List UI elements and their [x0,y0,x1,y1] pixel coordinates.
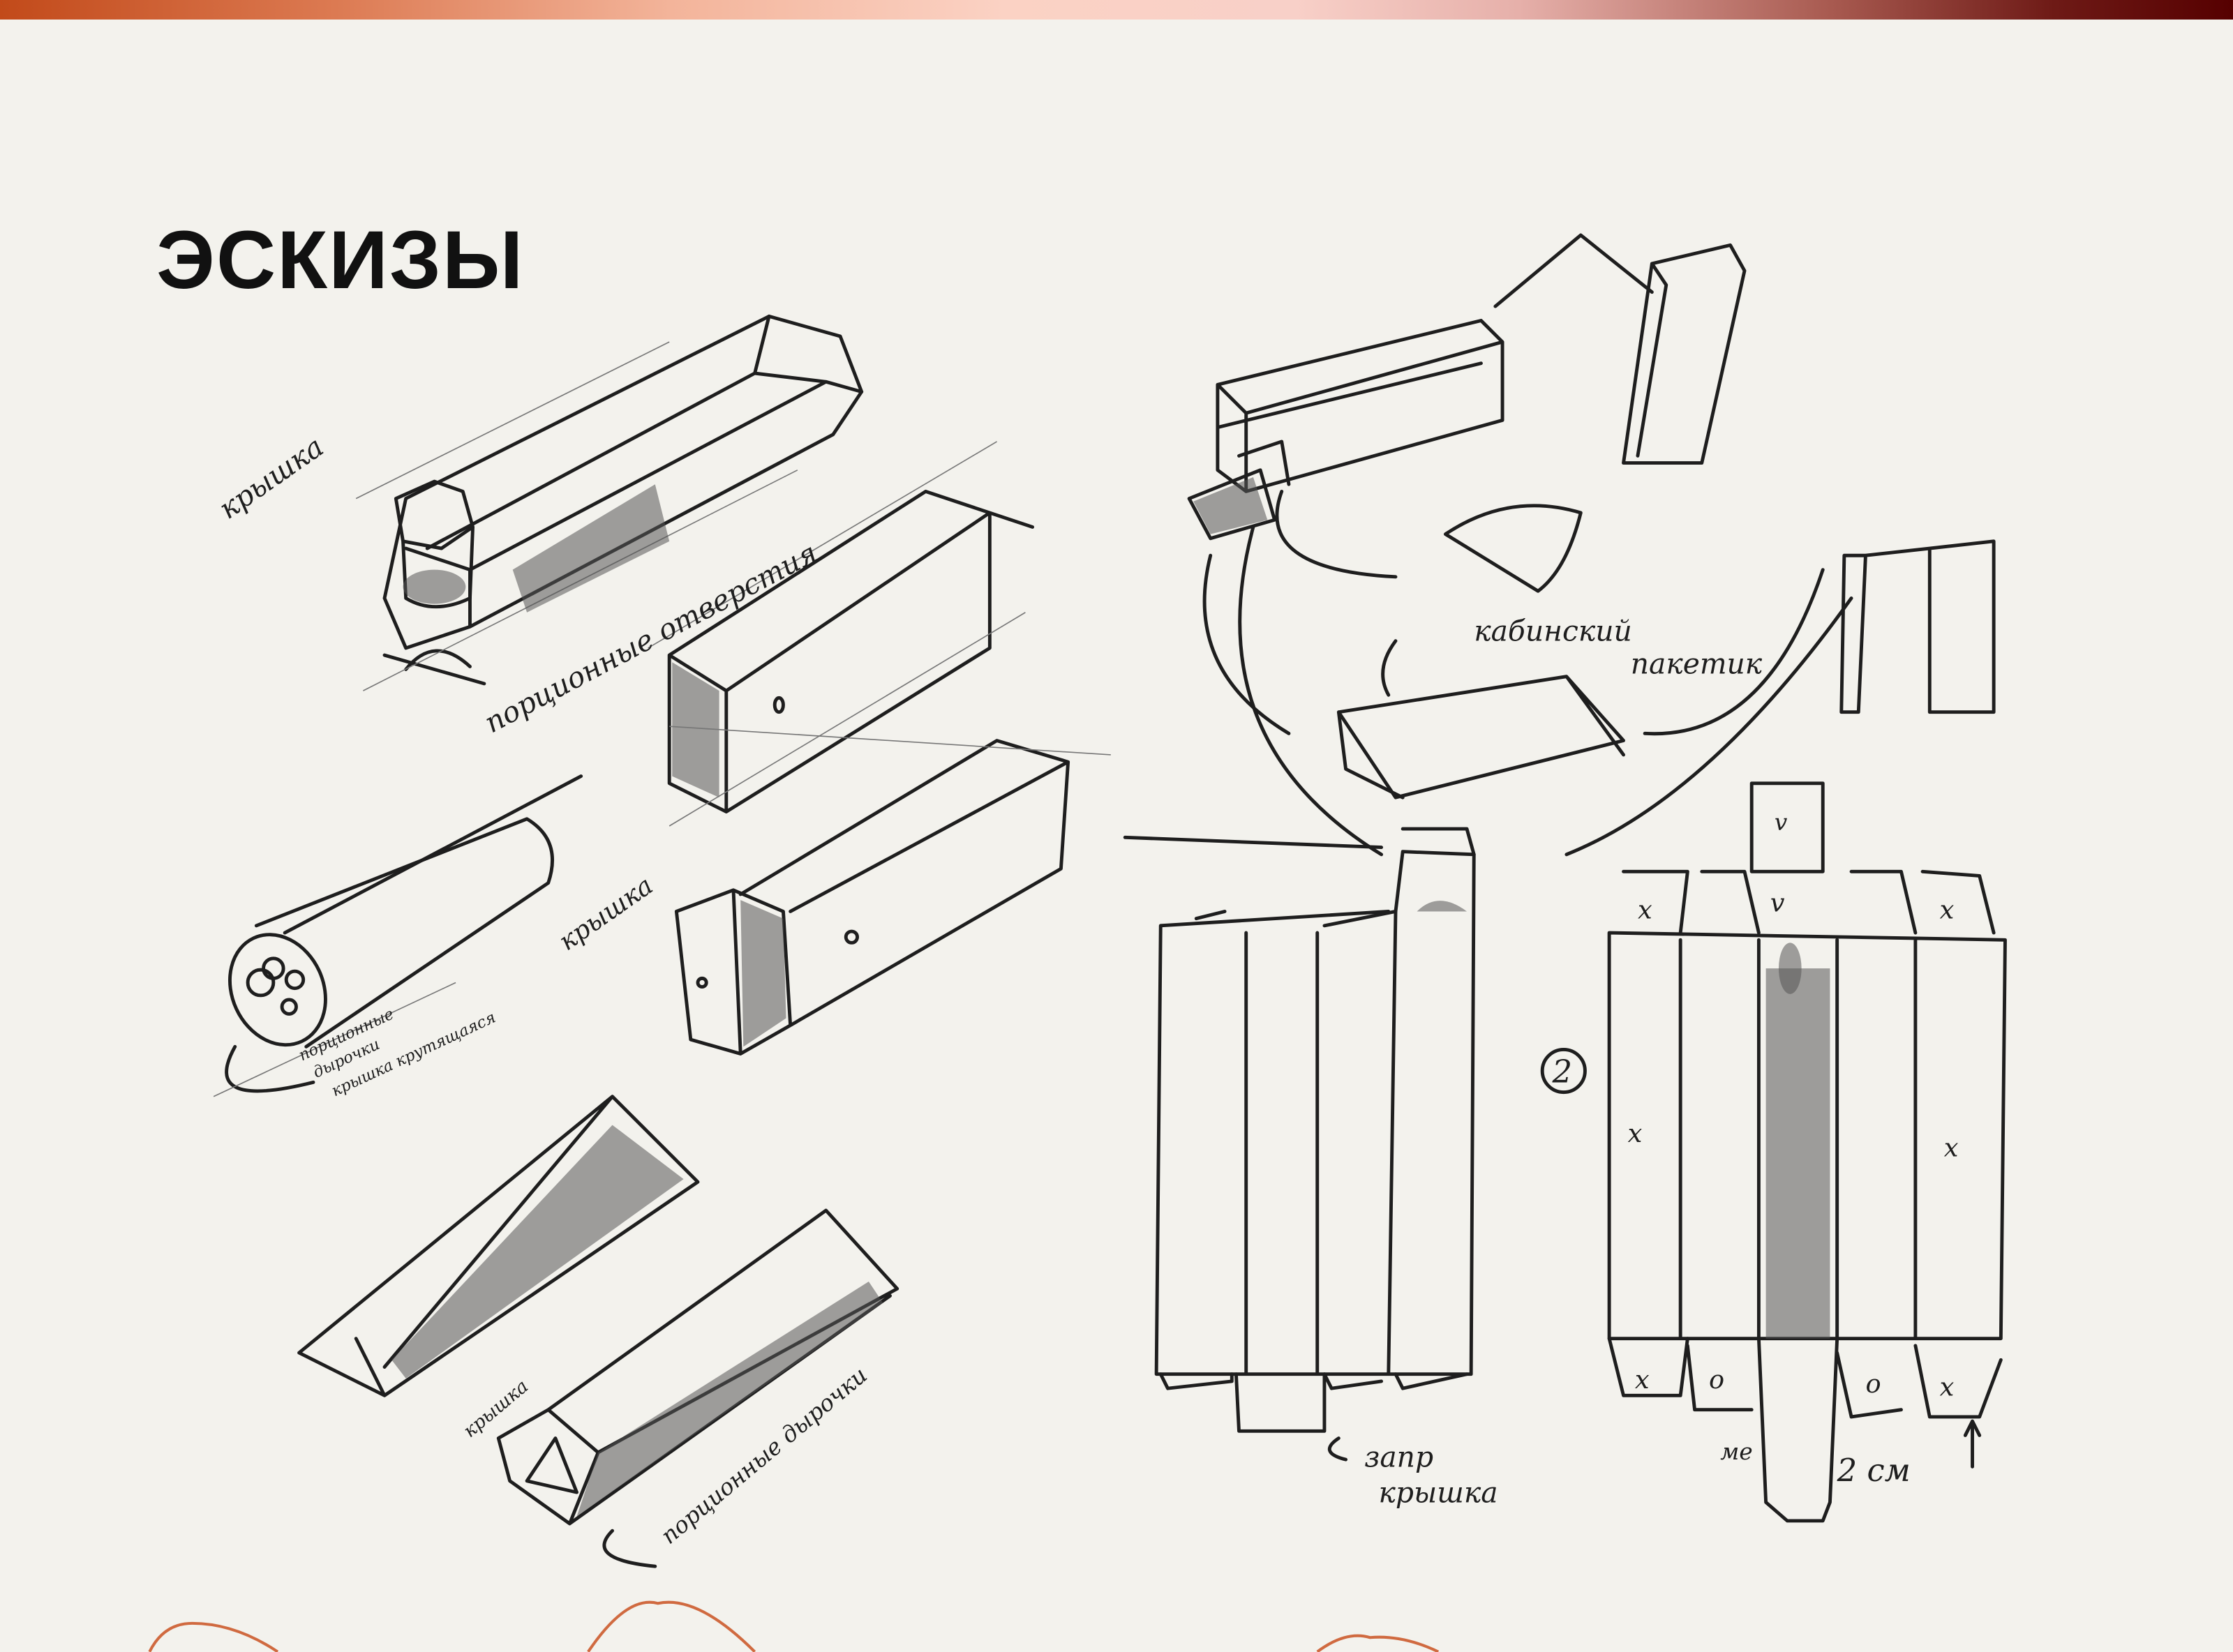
label-hex-lid: крышка [213,430,330,525]
sketch-stroke [1765,968,1830,1339]
sketch-stroke [1381,568,1825,736]
label-tri-cut-lid: крышка [553,870,659,956]
sketch-stroke [1187,440,1291,541]
sketch-stroke [213,982,456,1097]
sketch-stroke [1443,504,1583,593]
sketch-stroke [672,662,719,798]
sketch-mark: v [1775,809,1788,836]
sketch-stroke [262,956,285,980]
sketch-stroke [1202,489,1398,857]
sketch-mark: x [1940,895,1955,925]
rect-prism-sketch [648,441,1035,827]
sketch-mark: x [1940,1372,1955,1402]
sketch-stroke [1622,243,1747,465]
label-net-number: 2 [1551,1053,1572,1090]
sketch-stroke [667,489,1035,814]
sketch-stroke [355,341,798,691]
label-net-lid-2: крышка [1379,1475,1498,1509]
sketch-stroke [1607,1337,2003,1523]
sketch-stroke [1564,539,1996,857]
sketch-stroke [297,1095,700,1397]
sketch-stroke [587,1600,756,1652]
sketch-stroke [1123,835,1384,850]
sketch-stroke [1216,319,1504,493]
sketch-stroke [1154,850,1476,1376]
label-bag-1: кабинский [1474,615,1632,648]
sketch-stroke [1316,1634,1440,1652]
u-shape-sketch [1564,539,1996,857]
sketch-stroke [246,968,276,998]
sketch-stroke [602,1529,657,1568]
bottom-decorative-waves [148,1600,1440,1652]
sketch-stroke [669,726,1111,756]
cylinder-sketch [213,774,583,1097]
sketch-stroke [382,649,486,686]
sketch-stroke [225,774,583,1093]
tri-cut-prism-sketch [669,726,1111,1056]
top-decorative-banner [0,0,2233,20]
label-bag-2: пакетик [1631,647,1763,681]
sketch-stroke [844,929,860,945]
sketch-stroke [696,976,708,989]
sketch-stroke [1963,1419,1982,1469]
sketch-stroke [228,933,327,1047]
box-sketch-top [1187,233,1747,857]
box-net-left [1123,827,1476,1433]
sketch-stroke [576,1282,883,1517]
label-net-lid-1: запр [1364,1440,1433,1473]
sketch-stroke [525,1436,578,1494]
sketch-stroke [674,739,1070,1056]
sketch-stroke [1193,477,1268,534]
label-tri-holes: порционные дырочки [656,1362,872,1549]
sketch-stroke [280,998,298,1016]
sketch-mark: x [1635,1365,1650,1395]
net-marks: x x x x x x v v o o [1628,809,1959,1402]
sketch-stroke [254,817,554,1049]
sketch-stroke [1622,781,1996,935]
sketch-stroke [512,484,670,613]
sketch-mark: x [1638,895,1652,925]
sketch-stroke [1336,675,1625,799]
bag-box-sketch [1336,568,1825,799]
sketch-stroke [1158,1372,1469,1433]
sketch-stroke [1778,943,1802,994]
box-net-right [1607,781,2007,1523]
sketch-mark: o [1709,1365,1724,1395]
sketch-stroke [648,441,1026,827]
sketch-stroke [148,1621,279,1652]
sketch-stroke [1417,901,1467,912]
sketch-stroke [772,696,785,714]
sketch-mark: x [1944,1132,1959,1162]
sketch-stroke [1540,1047,1587,1095]
sketch-stroke [740,900,786,1047]
sketch-stroke [1493,233,1654,308]
label-net-mark: ме [1720,1439,1752,1465]
sketch-stroke [403,569,466,604]
page-title: ЭСКИЗЫ [156,214,525,306]
tri-prism-sketch-2 [496,1208,899,1568]
label-net-size: 2 см [1837,1452,1911,1489]
label-tri-lid: крышка [459,1376,532,1442]
sketch-stroke [394,479,475,609]
sketch-mark: o [1865,1369,1881,1399]
sketch-mark: x [1628,1118,1643,1148]
sketch-stroke [284,969,306,991]
sketch-stroke [382,314,864,650]
sketch-stroke [1607,931,2007,1341]
sketch-mark: v [1770,887,1785,917]
sketch-stroke [1194,827,1476,928]
tri-prism-sketch-1 [297,1095,700,1397]
sketch-stroke [391,1125,684,1379]
sketch-stroke [1328,1436,1348,1462]
hex-prism-sketch [355,314,864,691]
